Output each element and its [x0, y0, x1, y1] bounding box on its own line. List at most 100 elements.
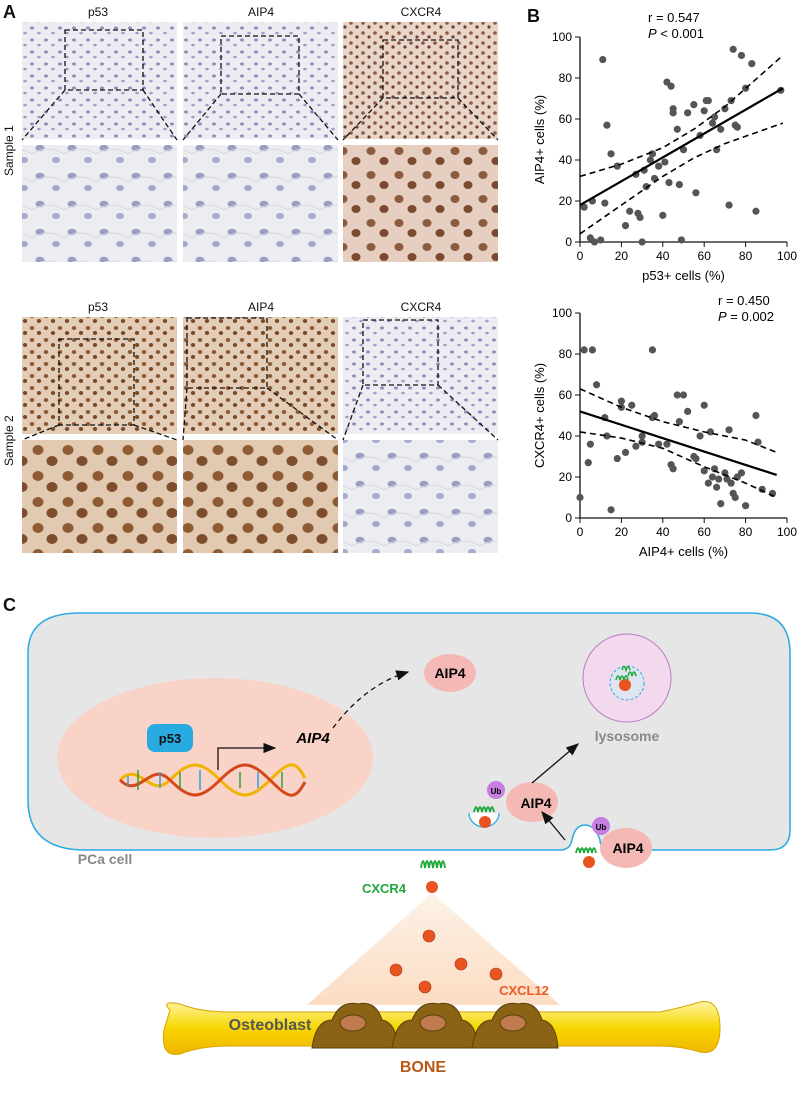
scatter-point	[667, 82, 675, 90]
x-tick-label: 0	[577, 525, 584, 539]
y-axis-label: AIP4+ cells (%)	[532, 95, 547, 184]
scatter-point	[655, 440, 663, 448]
x-tick-label: 40	[656, 249, 670, 263]
scatter-point	[655, 162, 663, 170]
ci-lower-band	[579, 431, 777, 499]
scatter-point	[613, 454, 621, 463]
x-tick-label: 20	[615, 525, 629, 539]
osteoblasts	[311, 1002, 559, 1049]
scatter-point	[717, 500, 725, 508]
y-tick-label: 100	[552, 306, 572, 320]
scatter-point	[642, 183, 650, 191]
scatter-point	[737, 51, 746, 60]
aip4-protein-label: AIP4	[434, 665, 465, 681]
sample1-col-cxcr4: CXCR4	[400, 5, 442, 19]
scatter-point	[584, 459, 592, 467]
svg-text:AIP4: AIP4	[520, 795, 551, 811]
y-tick-label: 0	[565, 235, 572, 249]
scatter-point	[679, 146, 688, 154]
scatter-point	[710, 113, 719, 121]
scatter-point	[626, 207, 634, 215]
regression-line	[579, 410, 777, 476]
scatter-point	[675, 418, 683, 426]
scatter-point	[669, 465, 677, 473]
scatter-point	[586, 440, 594, 448]
scatter-point	[700, 401, 708, 409]
scatter-point	[713, 483, 721, 491]
scatter-point	[673, 391, 681, 399]
cxcr4-label: CXCR4	[362, 881, 407, 896]
y-tick-label: 20	[559, 470, 573, 484]
y-tick-label: 80	[559, 71, 573, 85]
scatter-point	[692, 454, 700, 463]
y-tick-label: 80	[559, 347, 573, 361]
dna-helix	[118, 763, 307, 797]
scatter-point	[576, 493, 584, 502]
scatter-point	[731, 493, 739, 502]
scatter-point	[752, 207, 760, 215]
scatter-point	[621, 222, 630, 230]
scatter-point	[663, 440, 671, 448]
y-tick-label: 40	[559, 429, 573, 443]
svg-text:AIP4: AIP4	[612, 840, 643, 856]
x-tick-label: 80	[739, 249, 753, 263]
osteoblast-label: Osteoblast	[229, 1017, 312, 1034]
ub-label-1: Ub	[491, 787, 502, 796]
aip4-protein-free	[424, 654, 476, 692]
scatter-point	[628, 401, 636, 409]
scatter-point	[665, 178, 673, 187]
scatter-point	[721, 105, 729, 113]
panel-c-letter: C	[3, 595, 16, 615]
scatter-point	[710, 465, 719, 473]
x-tick-label: 100	[777, 249, 797, 263]
panel-a-letter: A	[3, 2, 16, 22]
scatter-point	[613, 162, 621, 170]
scatter-point	[617, 397, 625, 405]
p-annotation: P = 0.002	[718, 309, 774, 324]
scatter-point	[646, 156, 654, 164]
bone-label: BONE	[400, 1059, 447, 1076]
y-tick-label: 0	[565, 511, 572, 525]
scatter-point	[601, 199, 609, 207]
y-tick-label: 60	[559, 388, 573, 402]
scatter-point	[669, 109, 677, 117]
scatter-point	[607, 150, 615, 158]
scatter-point	[603, 432, 611, 440]
scatter-point	[729, 45, 737, 53]
scatter-point	[673, 125, 681, 133]
scatter-point	[648, 346, 657, 354]
scatter-point	[733, 123, 741, 131]
aip4-gene-label: AIP4	[295, 730, 330, 747]
x-tick-label: 20	[615, 249, 629, 263]
scatter-point	[621, 448, 630, 456]
scatter-point	[648, 150, 657, 158]
scatter-point	[632, 442, 640, 450]
scatter-point	[650, 411, 659, 420]
r-annotation: r = 0.547	[648, 10, 700, 25]
scatter-point	[592, 381, 601, 389]
scatter-point	[675, 181, 683, 189]
x-tick-label: 100	[777, 525, 797, 539]
scatter-point	[708, 473, 717, 481]
scatter-point	[742, 502, 750, 510]
scatter-point	[659, 211, 667, 219]
p-annotation: P < 0.001	[648, 26, 704, 41]
x-axis-label: p53+ cells (%)	[642, 268, 725, 283]
scatter-point	[661, 158, 669, 166]
scatter-point	[696, 432, 704, 440]
sample2-col-aip4: AIP4	[247, 300, 274, 314]
cxcl12-label: CXCL12	[499, 983, 549, 998]
ihc-micrographs	[21, 22, 499, 553]
scatter-point	[679, 391, 688, 399]
x-axis-label: AIP4+ cells (%)	[639, 544, 728, 559]
x-tick-label: 40	[656, 525, 670, 539]
scatter-point	[706, 428, 715, 436]
scatter-point	[684, 407, 692, 415]
scatter-point	[638, 238, 646, 246]
y-tick-label: 40	[559, 153, 573, 167]
x-tick-label: 60	[698, 525, 712, 539]
scatter-point	[638, 432, 646, 440]
scatter-point	[603, 121, 611, 129]
